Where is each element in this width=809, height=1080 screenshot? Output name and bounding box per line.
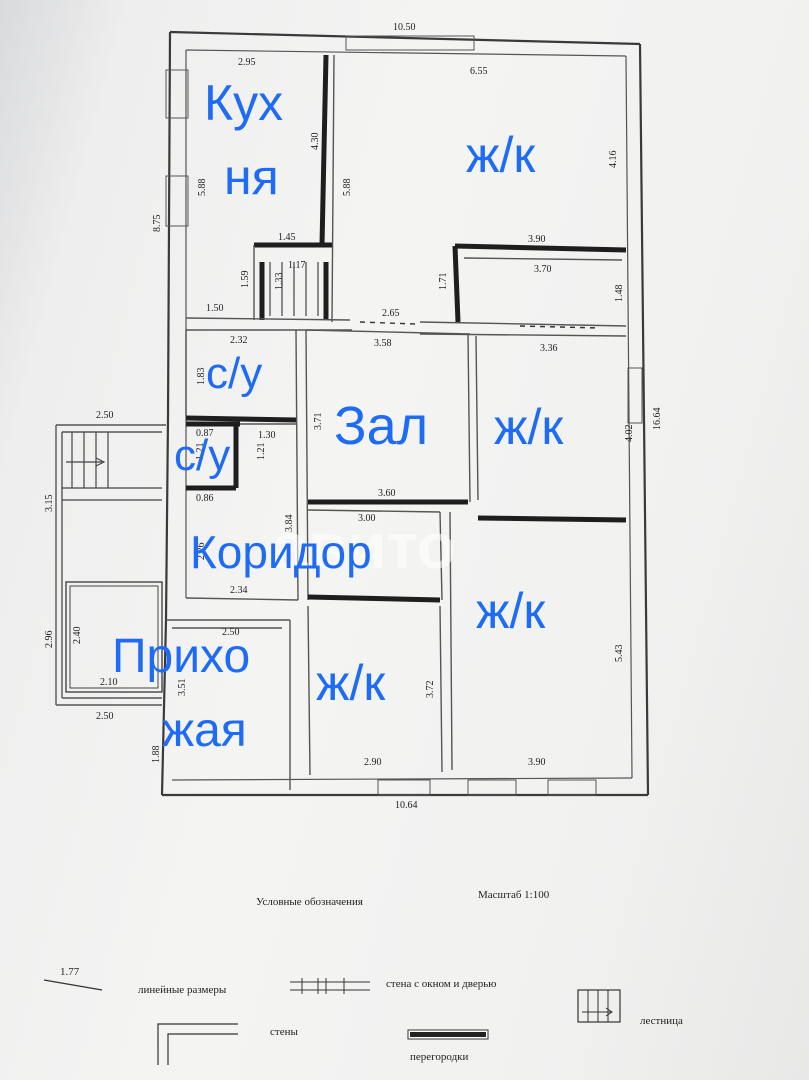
dim-label: 3.15	[44, 495, 55, 513]
dim-label: 3.90	[528, 757, 546, 768]
dim-label: 3.58	[374, 338, 392, 349]
room-living-right-label: ж/к	[476, 583, 546, 639]
dimension-labels: 10.50 2.95 6.55 5.88 4.30 5.88 4.16 8.75…	[44, 22, 663, 811]
legend-title: Условные обозначения	[256, 896, 363, 908]
dim-label: 1.30	[258, 430, 276, 441]
dim-label: 1.83	[196, 368, 207, 386]
legend-partitions-symbol	[407, 1029, 489, 1040]
dim-label: 2.32	[230, 335, 248, 346]
watermark-logo: авито	[272, 510, 456, 582]
interior-walls	[166, 54, 627, 790]
dim-label: 1.48	[614, 285, 625, 303]
dim-label: 5.88	[342, 179, 353, 197]
room-living-bottom-label: ж/к	[316, 655, 386, 711]
outer-walls	[160, 30, 650, 797]
dim-label: 2.50	[96, 711, 114, 722]
dim-bottom: 10.64	[395, 800, 418, 811]
dim-label: 4.02	[624, 425, 635, 443]
dim-label: 3.36	[540, 343, 558, 354]
dim-label: 1.50	[206, 303, 224, 314]
dim-label: 3.84	[284, 515, 295, 533]
dim-label: 0.87	[196, 428, 214, 439]
dim-label: 1.21	[256, 443, 267, 461]
dim-label: 2.26	[196, 543, 207, 561]
room-entry-label: Прихо	[112, 630, 250, 683]
room-hall-label: Зал	[334, 396, 428, 456]
room-living-top-label: ж/к	[466, 127, 536, 183]
room-labels: Кух ня ж/к с/у с/у Зал ж/к Коридор ж/к ж…	[112, 75, 564, 757]
dim-label: 3.71	[313, 413, 324, 431]
dim-label: 2.65	[382, 308, 400, 319]
dim-label: 5.88	[197, 179, 208, 197]
legend-stairs-label: лестница	[640, 1015, 683, 1027]
legend-linear-label: линейные размеры	[138, 984, 227, 996]
dim-right: 16.64	[652, 408, 663, 431]
dim-label: 2.10	[100, 677, 118, 688]
legend-stairs-symbol	[577, 989, 621, 1023]
legend-partitions-label: перегородки	[410, 1051, 469, 1063]
dim-label: 5.43	[614, 645, 625, 663]
room-corridor-label: Коридор	[190, 526, 372, 578]
dim-label: 3.00	[358, 513, 376, 524]
dim-label: 1.88	[151, 746, 162, 764]
room-kitchen-label-2: ня	[224, 149, 279, 205]
room-living-mid-label: ж/к	[494, 399, 564, 455]
stairs-drawing	[62, 262, 319, 501]
legend-scale: Масштаб 1:100	[478, 889, 550, 901]
dim-label: 0.86	[196, 493, 214, 504]
dim-label: 2.40	[72, 627, 83, 645]
dim-label: 1.21	[195, 443, 206, 461]
dim-label: 2.50	[96, 410, 114, 421]
dim-label: 3.72	[425, 681, 436, 699]
dim-label: 3.51	[177, 679, 188, 697]
room-entry-label-2: жая	[162, 704, 247, 757]
dim-label: 2.50	[222, 627, 240, 638]
dim-label: 3.70	[534, 264, 552, 275]
legend-walls-label: стены	[270, 1026, 298, 1038]
legend-walls-symbol	[157, 1023, 238, 1065]
dim-label: 1.45	[278, 232, 296, 243]
dim-label: 2.96	[44, 631, 55, 649]
dim-top: 10.50	[393, 22, 416, 33]
dim-label: 1.17	[288, 260, 306, 271]
room-kitchen-label: Кух	[204, 75, 283, 131]
dim-left: 8.75	[152, 215, 163, 233]
room-bath1-label: с/у	[206, 349, 262, 398]
porch	[55, 424, 166, 706]
dim-label: 1.59	[240, 271, 251, 289]
dim-label: 4.30	[310, 133, 321, 151]
legend-window-door-label: стена с окном и дверью	[386, 978, 496, 990]
dim-label: 1.71	[438, 273, 449, 291]
legend-sample-value: 1.77	[60, 966, 80, 978]
dim-label: 1.33	[274, 273, 285, 291]
dim-label: 3.60	[378, 488, 396, 499]
dim-label: 3.90	[528, 234, 546, 245]
legend-window-door-symbol	[290, 978, 370, 994]
dim-label: 2.90	[364, 757, 382, 768]
dim-label: 6.55	[470, 66, 488, 77]
legend-dim-line	[43, 979, 103, 991]
room-bath2-label: с/у	[174, 431, 230, 480]
dim-label: 4.16	[608, 151, 619, 169]
dim-label: 2.34	[230, 585, 248, 596]
legend: Условные обозначения Масштаб 1:100 1.77 …	[43, 889, 683, 1065]
dim-label: 2.95	[238, 57, 256, 68]
